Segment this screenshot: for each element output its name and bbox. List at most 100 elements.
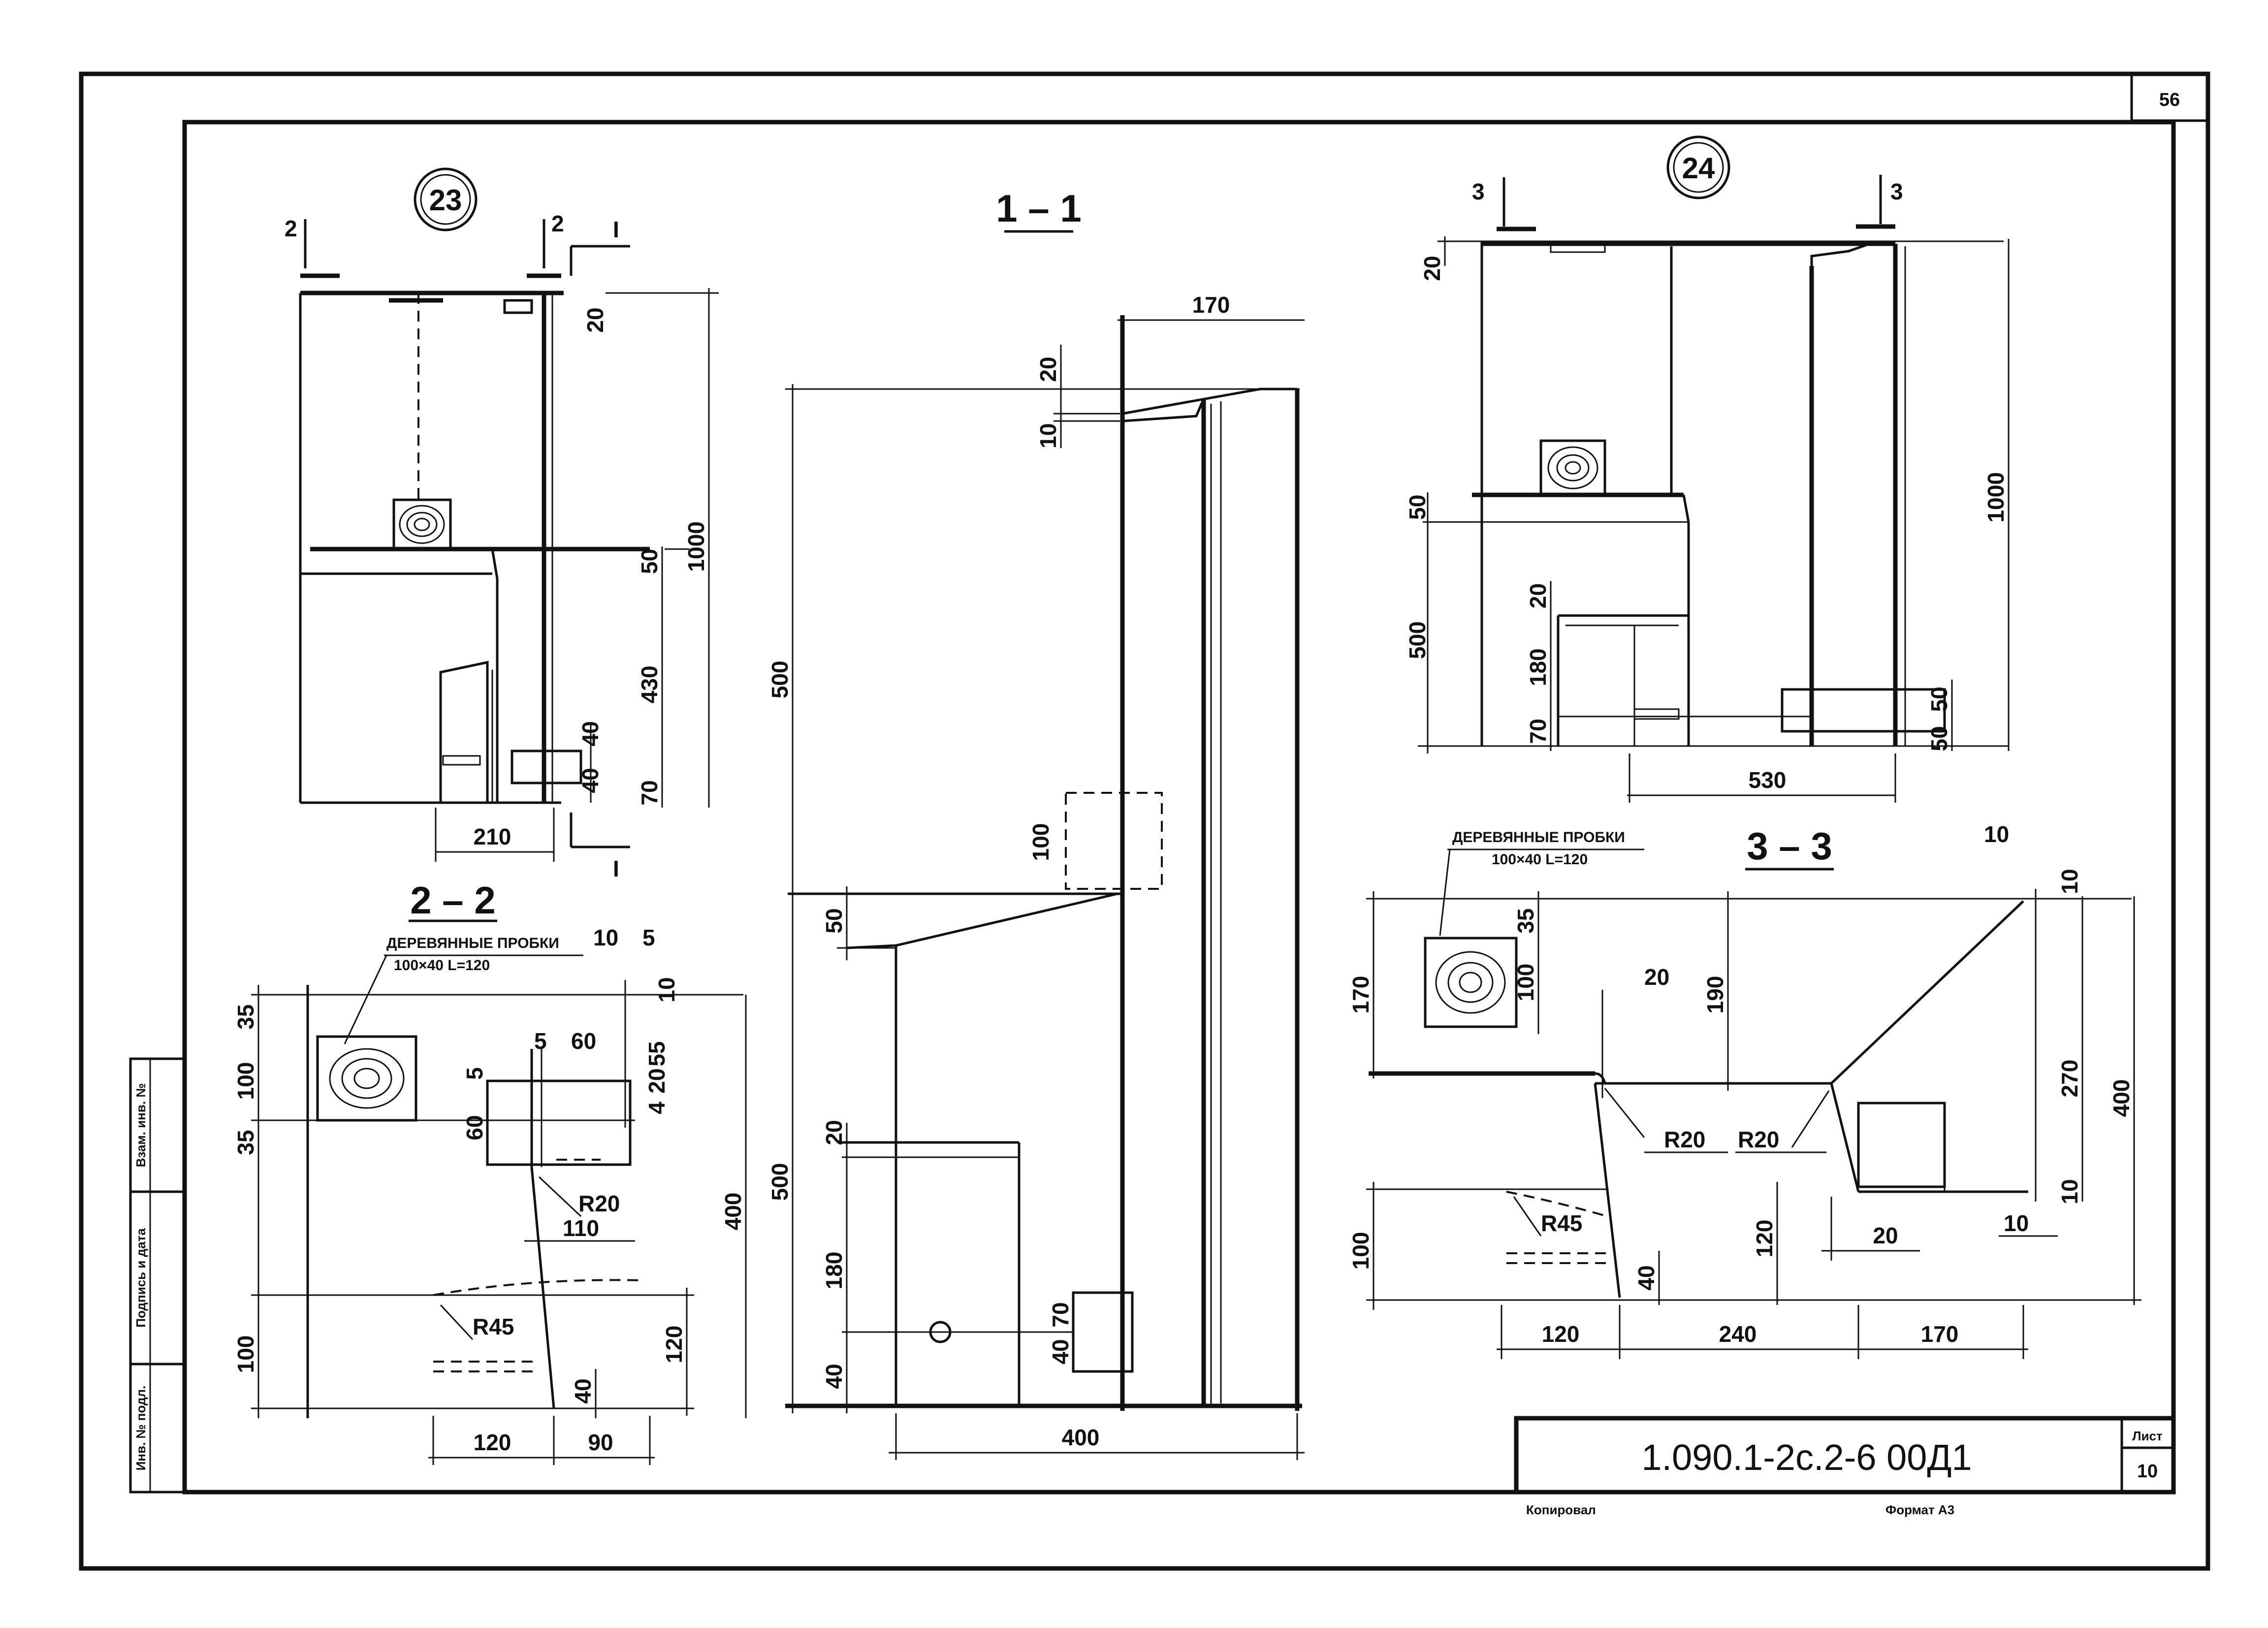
dim: 50	[821, 908, 847, 933]
dim: 430	[637, 666, 662, 704]
node-23: 23 2 2 I 20	[285, 167, 719, 881]
section-3-3: 3 – 3 ДЕРЕВЯННЫЕ ПРОБКИ 100×40 L=120 10 …	[1348, 821, 2141, 1359]
dim: 10	[593, 925, 618, 950]
dim: R20	[1738, 1127, 1779, 1152]
dim: 100	[1348, 1232, 1374, 1270]
dim: 40	[577, 721, 603, 746]
dim: 120	[661, 1326, 687, 1364]
dim: 10	[1035, 423, 1061, 448]
note-wood-plugs: ДЕРЕВЯННЫЕ ПРОБКИ	[1452, 829, 1625, 846]
dim: 110	[563, 1215, 599, 1241]
dim: 35	[233, 1130, 258, 1155]
dim: 170	[1348, 976, 1374, 1014]
dim: 70	[1048, 1302, 1073, 1327]
drawing-code: 1.090.1-2с.2-6 00Д1	[1641, 1437, 1972, 1478]
dim: 1000	[1983, 472, 2009, 522]
dim: 20	[1525, 583, 1551, 608]
note-wood-plugs: ДЕРЕВЯННЫЕ ПРОБКИ	[386, 935, 559, 951]
dim: 20	[582, 307, 608, 332]
dim: 100	[1028, 823, 1054, 861]
dim: 5	[642, 925, 655, 950]
dim: 10	[654, 977, 679, 1002]
dim: 40	[1633, 1265, 1659, 1290]
dim: 70	[637, 780, 662, 805]
cut-mark: 3	[1890, 179, 1903, 204]
dim: 40	[821, 1364, 847, 1389]
dim: 90	[588, 1430, 613, 1455]
dim: 5	[462, 1067, 487, 1080]
dim: 20	[1035, 357, 1061, 382]
dim: R20	[578, 1191, 620, 1216]
dim: 400	[2108, 1079, 2134, 1117]
dim: 1000	[683, 521, 709, 572]
cut-mark: I	[613, 217, 619, 242]
dim: 55	[644, 1041, 670, 1066]
section-1-1: 1 – 1 170 20 10 500 100 50 500	[767, 187, 1305, 1460]
node-24: 24 3 3 20 50	[1405, 135, 2010, 803]
dim: 120	[1542, 1321, 1580, 1347]
dim: 50	[1926, 726, 1952, 751]
cut-mark: 2	[285, 216, 297, 241]
section-2-2-title: 2 – 2	[410, 879, 495, 922]
page-number-box	[2130, 72, 2209, 122]
cut-mark: 3	[1472, 179, 1485, 204]
dim: 10	[2004, 1210, 2029, 1236]
note-wood-plugs-size: 100×40 L=120	[1492, 851, 1588, 868]
dim: 100	[1513, 964, 1538, 1002]
stamp-field-2: Подпись и дата	[133, 1228, 148, 1328]
dim: 190	[1702, 976, 1728, 1014]
dim: 400	[1062, 1425, 1100, 1450]
dim: 530	[1749, 767, 1787, 793]
dim: 4	[644, 1102, 670, 1114]
stamp-field-3: Инв. № подл.	[133, 1386, 148, 1471]
page-number: 56	[2159, 90, 2180, 110]
dim: 5	[534, 1028, 547, 1054]
node-23-marker: 23	[429, 184, 462, 217]
side-stamp: Взам. инв. № Подпись и дата Инв. № подл.	[129, 1057, 186, 1494]
dim: 40	[570, 1378, 596, 1403]
dim: 180	[1525, 649, 1551, 686]
dim: 20	[1644, 964, 1669, 990]
dim: 500	[1405, 621, 1430, 659]
dim: 10	[2057, 1179, 2082, 1204]
dim: 180	[821, 1252, 847, 1290]
cut-mark: I	[613, 856, 619, 881]
dim: 40	[1048, 1339, 1073, 1364]
dim: 100	[233, 1335, 258, 1373]
dim: 120	[1752, 1220, 1777, 1258]
sheet-label: Лист	[2132, 1429, 2163, 1443]
dim: 60	[462, 1115, 487, 1140]
dim: 100	[233, 1062, 258, 1100]
dim: 120	[474, 1430, 511, 1455]
dim: 50	[1926, 686, 1952, 712]
dim: 170	[1921, 1321, 1959, 1347]
dim: 210	[474, 824, 511, 849]
dim: 500	[767, 1163, 793, 1201]
dim: 270	[2057, 1060, 2082, 1098]
dim: R45	[1541, 1210, 1582, 1236]
dim: 60	[571, 1028, 596, 1054]
node-24-marker: 24	[1682, 152, 1715, 185]
section-2-2: 2 – 2 ДЕРЕВЯННЫЕ ПРОБКИ 100×40 L=120 10 …	[233, 879, 747, 1465]
section-3-3-title: 3 – 3	[1747, 824, 1832, 868]
dim: 20	[1873, 1223, 1898, 1248]
note-wood-plugs-size: 100×40 L=120	[394, 957, 490, 974]
cut-mark: 2	[551, 211, 564, 236]
dim: 10	[2057, 869, 2082, 894]
copied-label: Копировал	[1526, 1502, 1596, 1517]
outer-border	[79, 71, 2210, 1571]
sheet-number: 10	[2137, 1461, 2158, 1482]
stamp-field-1: Взам. инв. №	[133, 1083, 148, 1168]
dim: 35	[233, 1004, 258, 1029]
dim: 20	[1419, 256, 1445, 281]
dim: 400	[720, 1193, 746, 1231]
dim: 35	[1513, 908, 1538, 933]
dim: R20	[1664, 1127, 1705, 1152]
dim: 20	[644, 1068, 670, 1093]
dim: 70	[1525, 718, 1551, 744]
inner-frame	[182, 120, 2176, 1495]
dim: 170	[1192, 292, 1230, 318]
dim: 240	[1719, 1321, 1757, 1347]
title-block: 1.090.1-2с.2-6 00Д1 Лист 10 Копировал Фо…	[1514, 1416, 2176, 1517]
